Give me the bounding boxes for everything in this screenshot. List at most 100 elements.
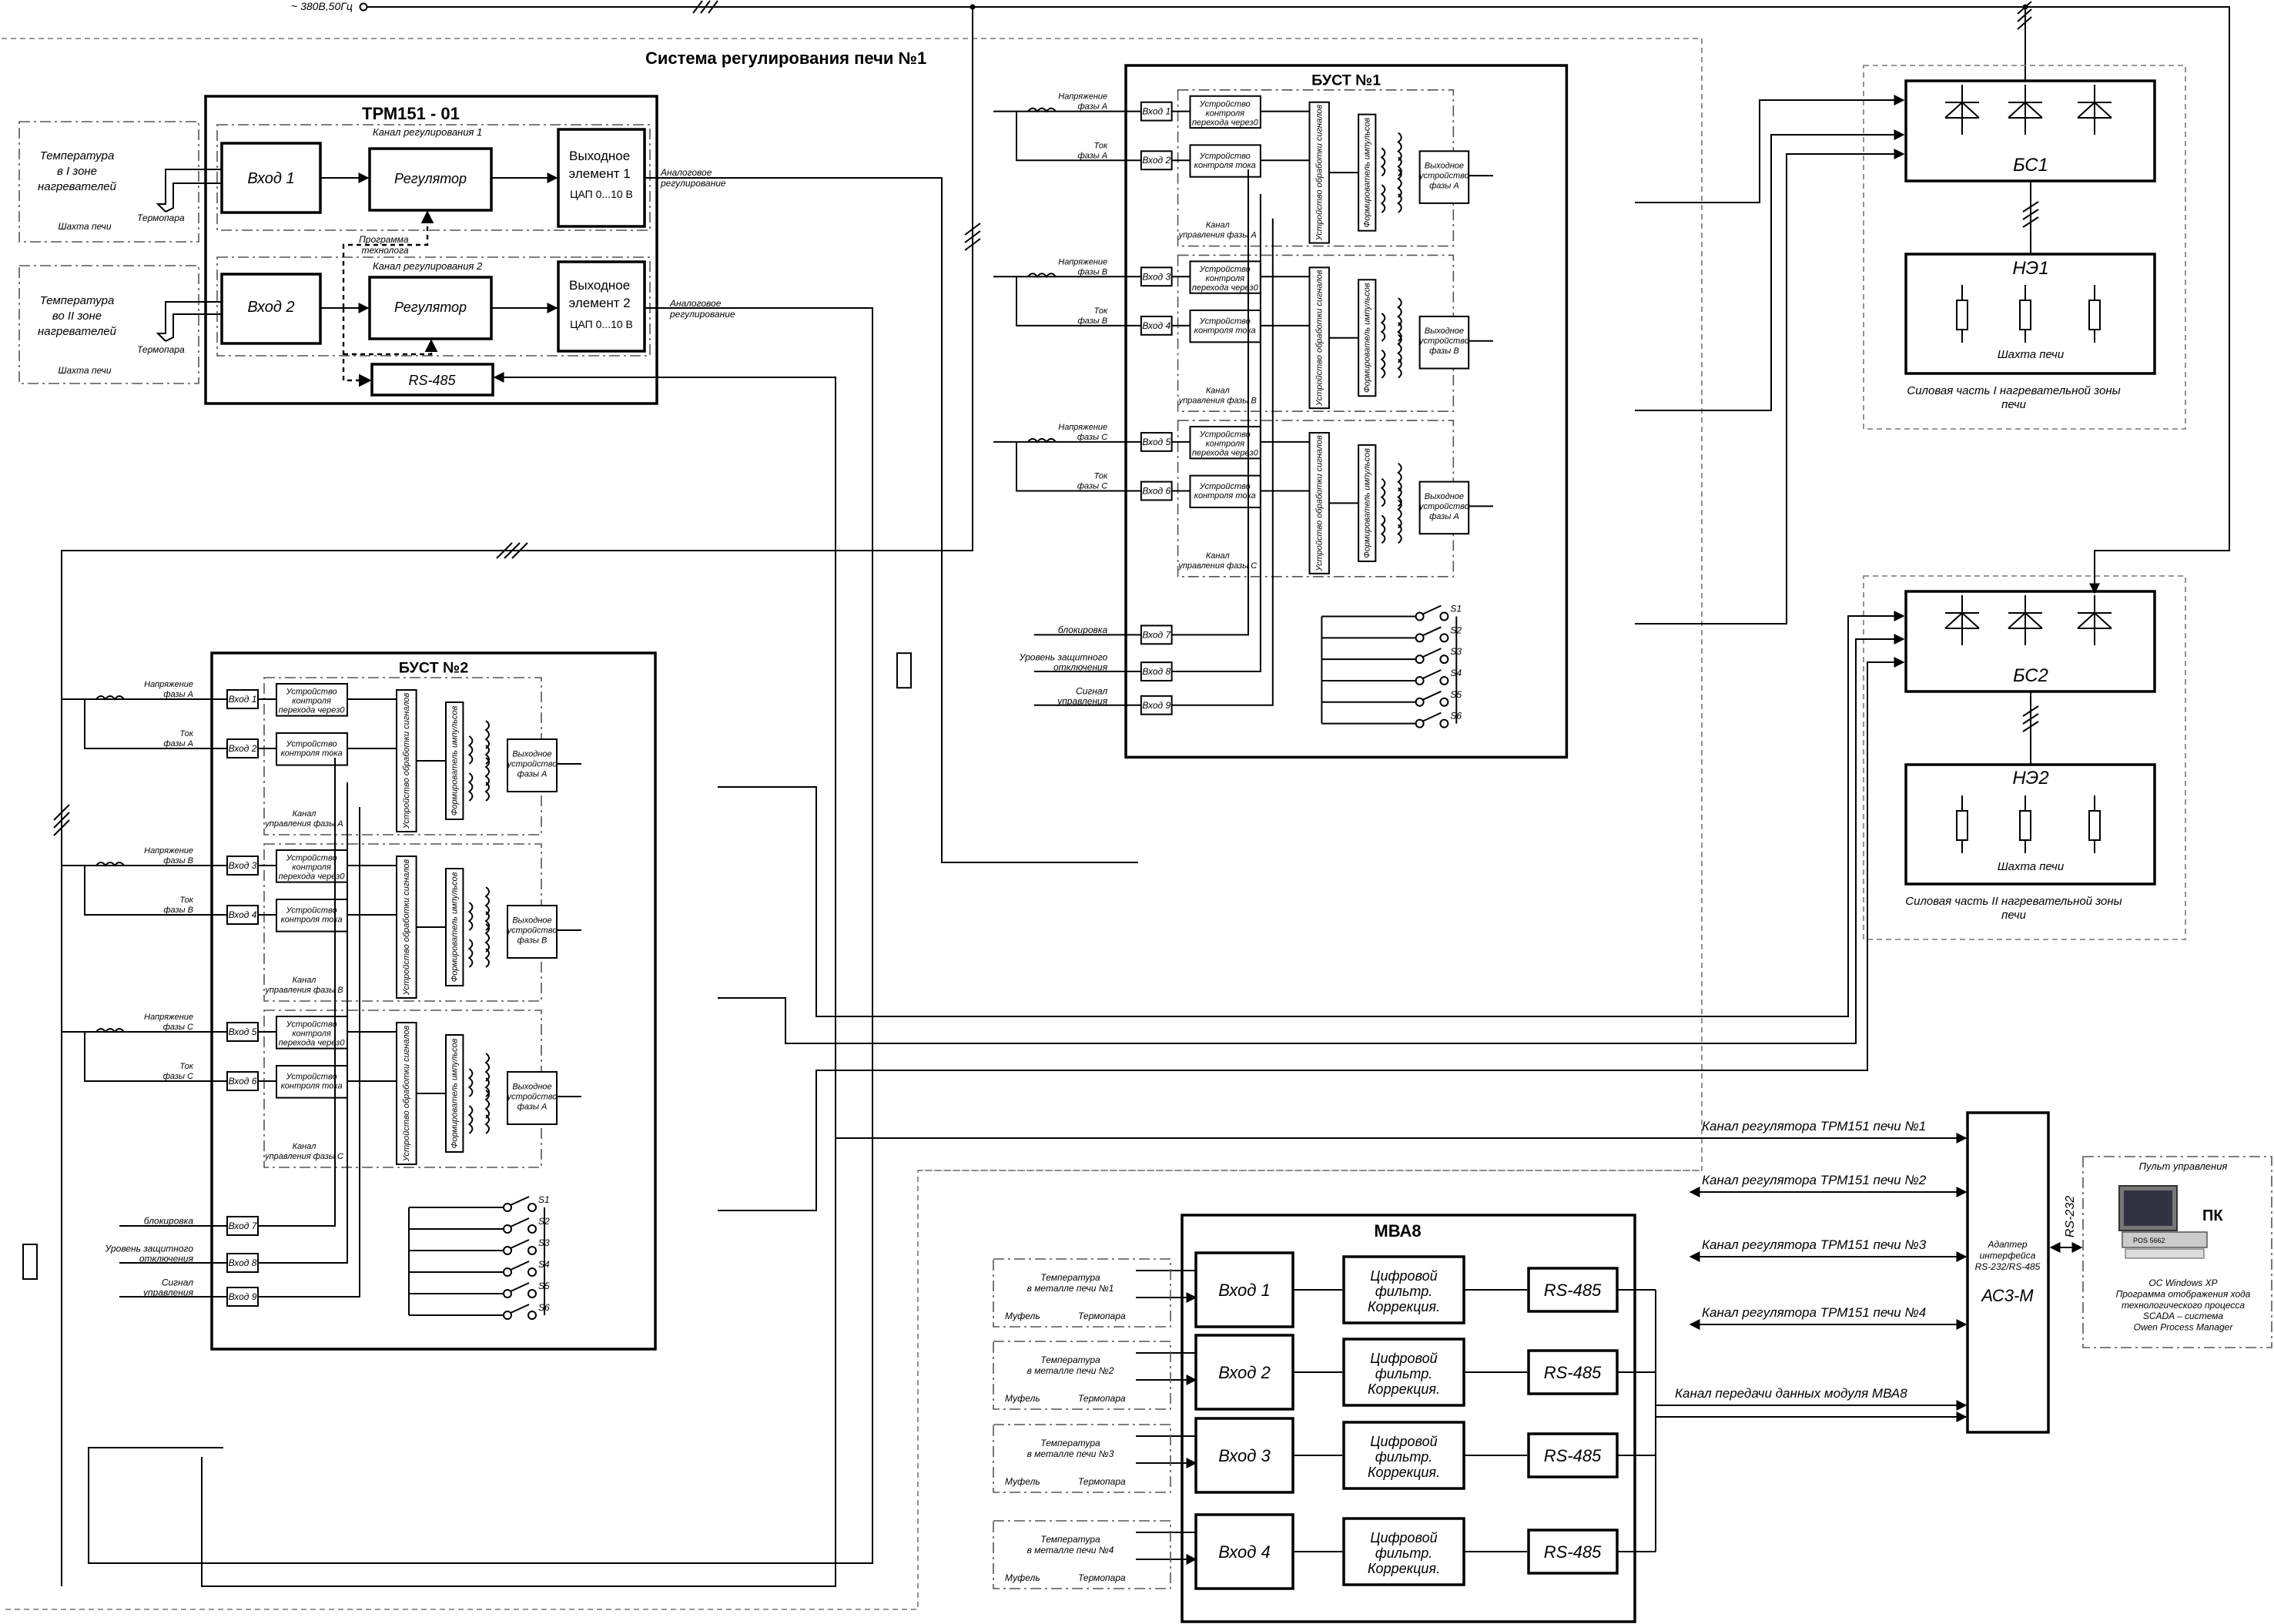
switch-wire <box>1321 669 1442 681</box>
transformer-coil <box>467 939 474 968</box>
thermocouple-label: Термопара <box>1078 1311 1126 1321</box>
thermocouple-label: Термопара <box>1078 1476 1126 1487</box>
mva-wire <box>1136 1270 1656 1298</box>
mva-rs485 <box>1527 1267 1619 1313</box>
transformer-coil <box>484 757 490 802</box>
mva-input-label: Вход 2 <box>1218 1363 1270 1382</box>
switch-contact <box>1415 633 1425 643</box>
mva-rs485-label: RS-485 <box>1544 1446 1602 1465</box>
bust-input <box>226 738 259 758</box>
signal-processor-label: Устройство обработки сигналов <box>402 859 411 996</box>
thyristor-icon <box>2077 85 2112 135</box>
switch-contact <box>1439 697 1449 707</box>
power-zone-1: БС1 НЭ1 Шахта печи Силовая часть I нагре… <box>1863 65 2186 430</box>
acm-channel-label: Канал регулятора ТРМ151 печи №1 <box>1702 1119 1926 1133</box>
zero-cross-device <box>1189 95 1261 129</box>
potentiometer <box>896 652 912 689</box>
pulse-former-label: Формирователь импульсов <box>450 1038 459 1148</box>
signal-processor-label: Устройство обработки сигналов <box>402 692 411 829</box>
signal-processor <box>1308 266 1330 410</box>
switch-contact <box>503 1267 512 1277</box>
bust-input-label: Вход 6 <box>229 1076 257 1087</box>
wiring <box>993 110 1493 177</box>
transformer-coil <box>467 772 474 802</box>
mva-rs485-label: RS-485 <box>1544 1363 1602 1382</box>
transformer-coil <box>467 902 474 931</box>
supply-label: ~ 380В,50Гц <box>291 0 353 12</box>
switch-contact <box>1439 611 1449 621</box>
trm-channel-1: Канал регулирования 1 <box>373 126 482 138</box>
trm-input-2: Вход 2 <box>247 299 294 316</box>
current-device <box>276 732 348 766</box>
acm-channel-label: Канал передачи данных модуля МВА8 <box>1675 1386 1907 1401</box>
mva-wire <box>1136 1435 1656 1463</box>
bust-input-label: Вход 2 <box>1142 155 1170 166</box>
ne1-label: НЭ1 <box>2012 258 2048 279</box>
heater-icon <box>2019 810 2031 841</box>
bs1-label: БС1 <box>2013 155 2048 176</box>
mva-input-label: Вход 4 <box>1218 1542 1270 1562</box>
transformer-coil <box>1380 184 1386 213</box>
switch-wire <box>409 1239 530 1251</box>
trm-regulator-2: Регулятор <box>394 300 467 315</box>
switch-contact <box>1439 675 1449 685</box>
bust-input-label: Вход 8 <box>229 1257 257 1268</box>
switch-wire <box>1321 626 1442 639</box>
muffle-label: Муфель <box>1005 1476 1040 1487</box>
bust-input-label: Вход 9 <box>1142 700 1170 711</box>
mva-filter <box>1342 1421 1465 1490</box>
heater-icon <box>2088 300 2101 330</box>
mva-title: МВА8 <box>1374 1221 1421 1241</box>
switch-contact <box>527 1311 537 1320</box>
heater-icon <box>2088 810 2101 841</box>
bust-aux-label: блокировка <box>144 1216 194 1227</box>
mva-filter <box>1342 1255 1465 1324</box>
signal-processor-label: Устройство обработки сигналов <box>1314 105 1324 242</box>
pulse-former-label: Формирователь импульсов <box>1362 117 1371 227</box>
switch-wire <box>1321 690 1442 703</box>
heater-icon <box>1956 810 1968 841</box>
svg-text:Термопара: Термопара <box>137 344 185 355</box>
thyristor-icon <box>1944 85 1980 135</box>
transformer-coil <box>467 735 474 765</box>
transformer-coil <box>484 923 490 968</box>
switch-wire <box>409 1304 530 1316</box>
trm-title: ТРМ151 - 01 <box>362 104 460 123</box>
signal-processor-label: Устройство обработки сигналов <box>1314 435 1324 572</box>
control-console: Пульт управления POS 5662 ПК ОС Windows … <box>2082 1156 2272 1348</box>
output-device <box>1418 315 1470 370</box>
wiring <box>62 1031 581 1097</box>
aux-wire <box>119 807 360 1298</box>
system-title: Система регулирования печи №1 <box>645 49 926 68</box>
wiring <box>993 440 1493 507</box>
bust-input-label: Вход 1 <box>1142 106 1170 117</box>
thyristor-icon <box>2008 85 2043 135</box>
